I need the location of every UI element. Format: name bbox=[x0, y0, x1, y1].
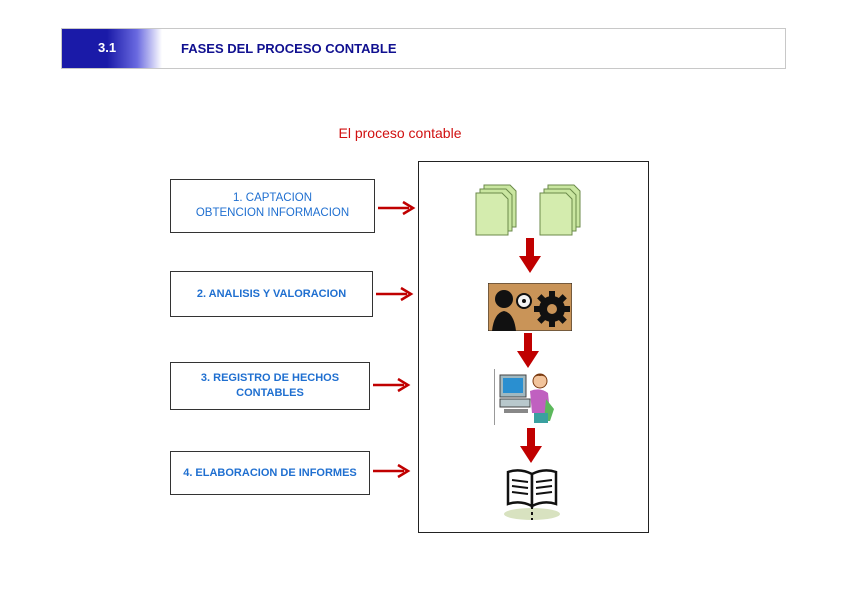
step-2-arrow bbox=[376, 286, 414, 302]
open-book-icon bbox=[504, 469, 560, 520]
step-2-box: 2. ANALISIS Y VALORACION bbox=[170, 271, 373, 317]
down-arrow-1 bbox=[519, 238, 541, 273]
step-1-box: 1. CAPTACION OBTENCION INFORMACION bbox=[170, 179, 375, 233]
step-4-arrow bbox=[373, 463, 411, 479]
step-4-label: 4. ELABORACION DE INFORMES bbox=[183, 466, 357, 479]
section-header: 3.1 FASES DEL PROCESO CONTABLE bbox=[61, 28, 786, 69]
diagram-subtitle: El proceso contable bbox=[338, 125, 462, 141]
gears-icon bbox=[488, 283, 572, 331]
down-arrow-2 bbox=[517, 333, 539, 368]
step-2-label: 2. ANALISIS Y VALORACION bbox=[196, 287, 347, 300]
step-3-label: 3. REGISTRO DE HECHOS CONTABLES bbox=[200, 372, 340, 399]
section-number-badge: 3.1 bbox=[62, 29, 162, 68]
computer-user-icon bbox=[494, 369, 554, 425]
down-arrow-3 bbox=[520, 428, 542, 463]
step-1-arrow bbox=[378, 200, 416, 216]
process-panel bbox=[418, 161, 649, 533]
documents-icon bbox=[475, 184, 581, 236]
step-3-box: 3. REGISTRO DE HECHOS CONTABLES bbox=[170, 362, 370, 410]
step-3-arrow bbox=[373, 377, 411, 393]
section-number: 3.1 bbox=[98, 40, 117, 55]
section-title: FASES DEL PROCESO CONTABLE bbox=[181, 41, 397, 56]
step-4-box: 4. ELABORACION DE INFORMES bbox=[170, 451, 370, 495]
step-1-label: 1. CAPTACION OBTENCION INFORMACION bbox=[195, 192, 350, 219]
